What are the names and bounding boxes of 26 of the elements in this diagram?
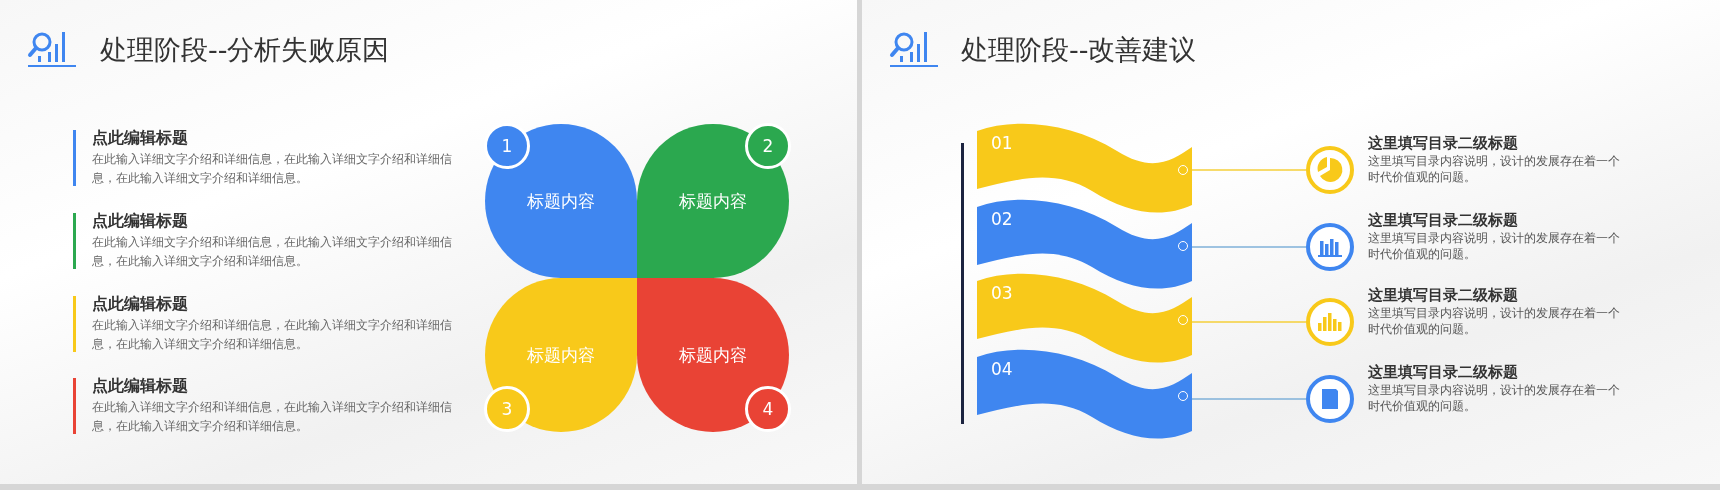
wave-banner: 02 — [977, 199, 1192, 287]
connector-line — [1191, 321, 1307, 323]
item-description: 这里填写目录内容说明，设计的发展存在着一个时代价值观的问题。 — [1368, 305, 1621, 337]
wave-banner: 03 — [977, 273, 1192, 361]
item-description: 在此输入详细文字介绍和详细信息，在此输入详细文字介绍和详细信息，在此输入详细文字介绍和详细信息。 — [92, 317, 452, 353]
wave-banner: 04 — [977, 349, 1192, 437]
slide-title: 处理阶段--分析失败原因 — [100, 33, 390, 67]
item-description: 在此输入详细文字介绍和详细信息，在此输入详细文字介绍和详细信息，在此输入详细文字介绍和详细信息。 — [92, 234, 452, 270]
item-heading: 点此编辑标题 — [92, 211, 188, 231]
item-heading: 这里填写目录二级标题 — [1368, 211, 1518, 229]
connector-line — [1191, 398, 1307, 400]
wave-banner: 01 — [977, 123, 1192, 211]
item-heading: 点此编辑标题 — [92, 294, 188, 314]
item-description: 这里填写目录内容说明，设计的发展存在着一个时代价值观的问题。 — [1368, 382, 1621, 414]
item-heading: 点此编辑标题 — [92, 376, 188, 396]
item-description: 这里填写目录内容说明，设计的发展存在着一个时代价值观的问题。 — [1368, 230, 1621, 262]
item-description: 在此输入详细文字介绍和详细信息，在此输入详细文字介绍和详细信息，在此输入详细文字介绍和详细信息。 — [92, 399, 452, 435]
item-description: 这里填写目录内容说明，设计的发展存在着一个时代价值观的问题。 — [1368, 153, 1621, 185]
connector-line — [1191, 246, 1307, 248]
connector-line — [1191, 169, 1307, 171]
item-heading: 这里填写目录二级标题 — [1368, 286, 1518, 304]
slide-title: 处理阶段--改善建议 — [961, 33, 1197, 67]
item-heading: 点此编辑标题 — [92, 128, 188, 148]
item-heading: 这里填写目录二级标题 — [1368, 134, 1518, 152]
item-description: 在此输入详细文字介绍和详细信息，在此输入详细文字介绍和详细信息，在此输入详细文字介绍和详细信息。 — [92, 151, 452, 187]
item-heading: 这里填写目录二级标题 — [1368, 363, 1518, 381]
